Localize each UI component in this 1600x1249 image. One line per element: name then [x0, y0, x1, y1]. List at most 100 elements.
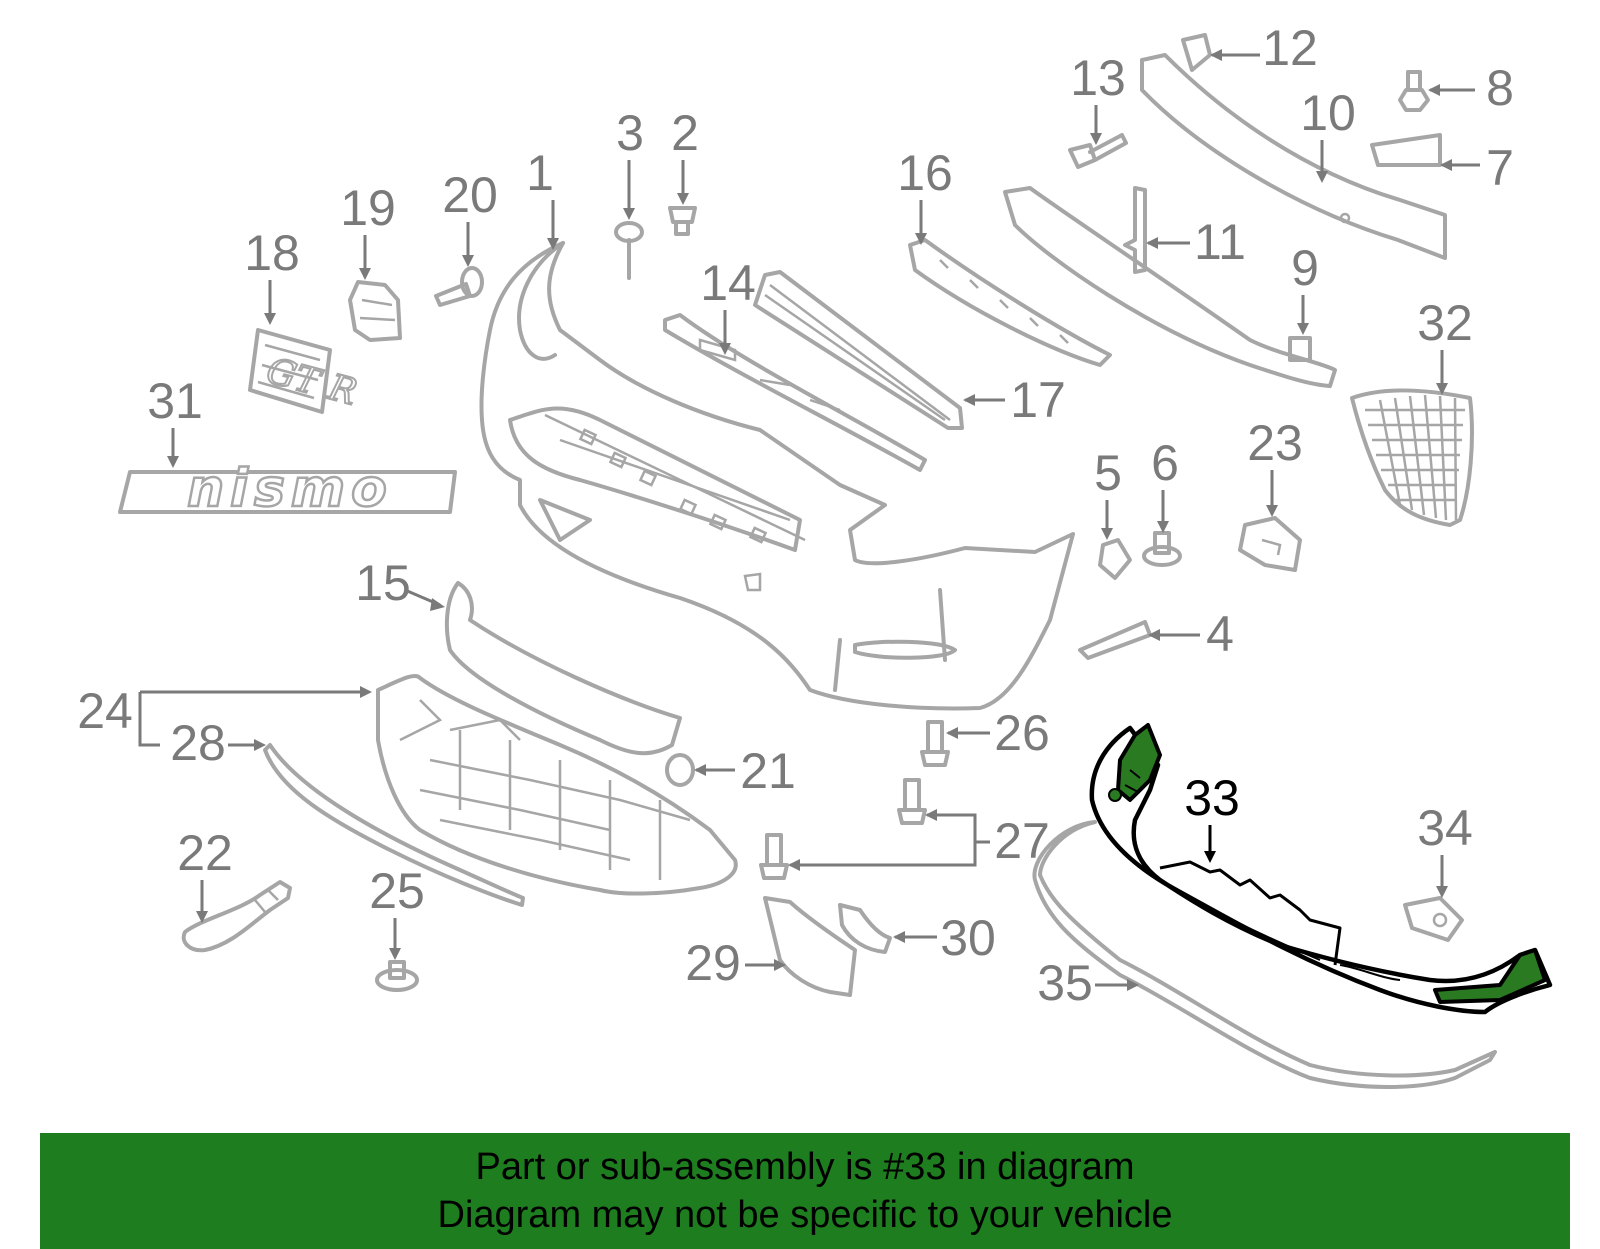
- svg-text:26: 26: [994, 705, 1050, 761]
- svg-text:18: 18: [244, 225, 300, 281]
- svg-text:33: 33: [1184, 770, 1240, 826]
- svg-text:13: 13: [1070, 50, 1126, 106]
- callout-21: 21: [694, 743, 796, 799]
- svg-text:3: 3: [616, 105, 644, 161]
- svg-text:32: 32: [1417, 295, 1473, 351]
- part-7-bracket: [1370, 133, 1442, 167]
- callout-17: 17: [963, 372, 1066, 428]
- part-34-clip: [1403, 896, 1464, 942]
- svg-text:19: 19: [340, 180, 396, 236]
- svg-text:7: 7: [1486, 140, 1514, 196]
- svg-text:28: 28: [170, 715, 226, 771]
- callout-31: 31: [147, 373, 203, 468]
- part-4-trim: [1078, 620, 1152, 660]
- part-26-bolt: [920, 720, 950, 767]
- svg-text:29: 29: [685, 935, 741, 991]
- part-15-lower-panel: [444, 581, 682, 756]
- svg-text:1: 1: [526, 145, 554, 201]
- svg-text:GT R: GT R: [262, 350, 361, 413]
- part-27-bolt-upper: [897, 778, 927, 825]
- banner-line-part-number: Part or sub-assembly is #33 in diagram: [475, 1146, 1135, 1188]
- svg-text:31: 31: [147, 373, 203, 429]
- callout-26: 26: [946, 705, 1050, 761]
- banner-line-disclaimer: Diagram may not be specific to your vehi…: [437, 1194, 1173, 1236]
- part-22-bracket: [181, 880, 292, 953]
- svg-text:20: 20: [442, 167, 498, 223]
- callout-2: 2: [671, 105, 699, 205]
- callout-24: 24: [77, 683, 372, 747]
- nismo-emblem-text: nismo: [187, 459, 393, 519]
- svg-text:21: 21: [740, 743, 796, 799]
- callout-33: 33: [1184, 770, 1240, 863]
- callout-27: 27: [788, 809, 1050, 871]
- callout-3: 3: [616, 105, 644, 220]
- callout-28: 28: [170, 715, 266, 771]
- part-3-clip: [614, 221, 644, 280]
- part-23-bracket: [1238, 516, 1302, 572]
- svg-text:2: 2: [671, 105, 699, 161]
- svg-text:6: 6: [1151, 435, 1179, 491]
- info-banner: Part or sub-assembly is #33 in diagram D…: [40, 1133, 1570, 1249]
- part-33-highlighted-lip: [1089, 723, 1553, 1015]
- callout-32: 32: [1417, 295, 1473, 395]
- svg-text:9: 9: [1291, 240, 1319, 296]
- svg-text:15: 15: [355, 555, 411, 611]
- callout-15: 15: [355, 555, 445, 611]
- callout-25: 25: [369, 863, 425, 960]
- part-18-gtr-emblem: GT R: [248, 328, 362, 415]
- callout-16: 16: [897, 145, 953, 245]
- part-14-strip: [663, 313, 927, 472]
- part-27-bolt-lower: [759, 833, 789, 880]
- part-32-grille-mesh: [1350, 388, 1474, 527]
- part-30-deflector: [838, 903, 892, 954]
- callout-14: 14: [700, 255, 756, 355]
- part-16-absorber: [908, 238, 1112, 367]
- part-25-clip: [375, 960, 419, 992]
- svg-text:10: 10: [1300, 85, 1356, 141]
- callout-30: 30: [893, 910, 996, 966]
- svg-text:30: 30: [940, 910, 996, 966]
- callout-13: 13: [1070, 50, 1126, 145]
- svg-text:35: 35: [1037, 955, 1093, 1011]
- part-28-strip: [263, 743, 525, 907]
- svg-text:17: 17: [1010, 372, 1066, 428]
- callout-6: 6: [1151, 435, 1179, 533]
- svg-text:24: 24: [77, 683, 133, 739]
- part-13-bolt: [1068, 133, 1128, 169]
- svg-text:5: 5: [1094, 445, 1122, 501]
- part-17-grille-frame: [753, 270, 964, 430]
- callout-7: 7: [1440, 140, 1514, 196]
- callout-12: 12: [1210, 20, 1318, 76]
- callout-35: 35: [1037, 955, 1139, 1011]
- callout-1: 1: [526, 145, 559, 250]
- callout-4: 4: [1148, 606, 1234, 662]
- svg-text:16: 16: [897, 145, 953, 201]
- svg-text:8: 8: [1486, 60, 1514, 116]
- part-29-deflector: [763, 896, 857, 997]
- callout-10: 10: [1300, 85, 1356, 183]
- part-19-bracket: [348, 280, 402, 342]
- svg-text:34: 34: [1417, 800, 1473, 856]
- svg-text:14: 14: [700, 255, 756, 311]
- svg-text:22: 22: [177, 825, 233, 881]
- part-31-nismo-emblem: nismo: [118, 458, 457, 520]
- part-24-undercover: [376, 673, 738, 896]
- callout-9: 9: [1291, 240, 1319, 335]
- part-11-bracket: [1123, 186, 1147, 274]
- callout-5: 5: [1094, 445, 1122, 540]
- callout-29: 29: [685, 935, 786, 991]
- callout-11: 11: [1146, 214, 1246, 270]
- part-2-clip: [668, 206, 697, 236]
- callout-22: 22: [177, 825, 233, 923]
- part-35-lip-outline: [1032, 820, 1497, 1089]
- svg-text:4: 4: [1206, 606, 1234, 662]
- part-5-clip: [1098, 538, 1132, 580]
- callout-23: 23: [1247, 415, 1303, 517]
- callout-34: 34: [1417, 800, 1473, 898]
- svg-text:11: 11: [1194, 214, 1246, 270]
- part-12-clip: [1181, 33, 1212, 72]
- callout-18: 18: [244, 225, 300, 325]
- part-1-bumper-fascia: [479, 241, 1075, 711]
- part-21-plug: [665, 753, 695, 787]
